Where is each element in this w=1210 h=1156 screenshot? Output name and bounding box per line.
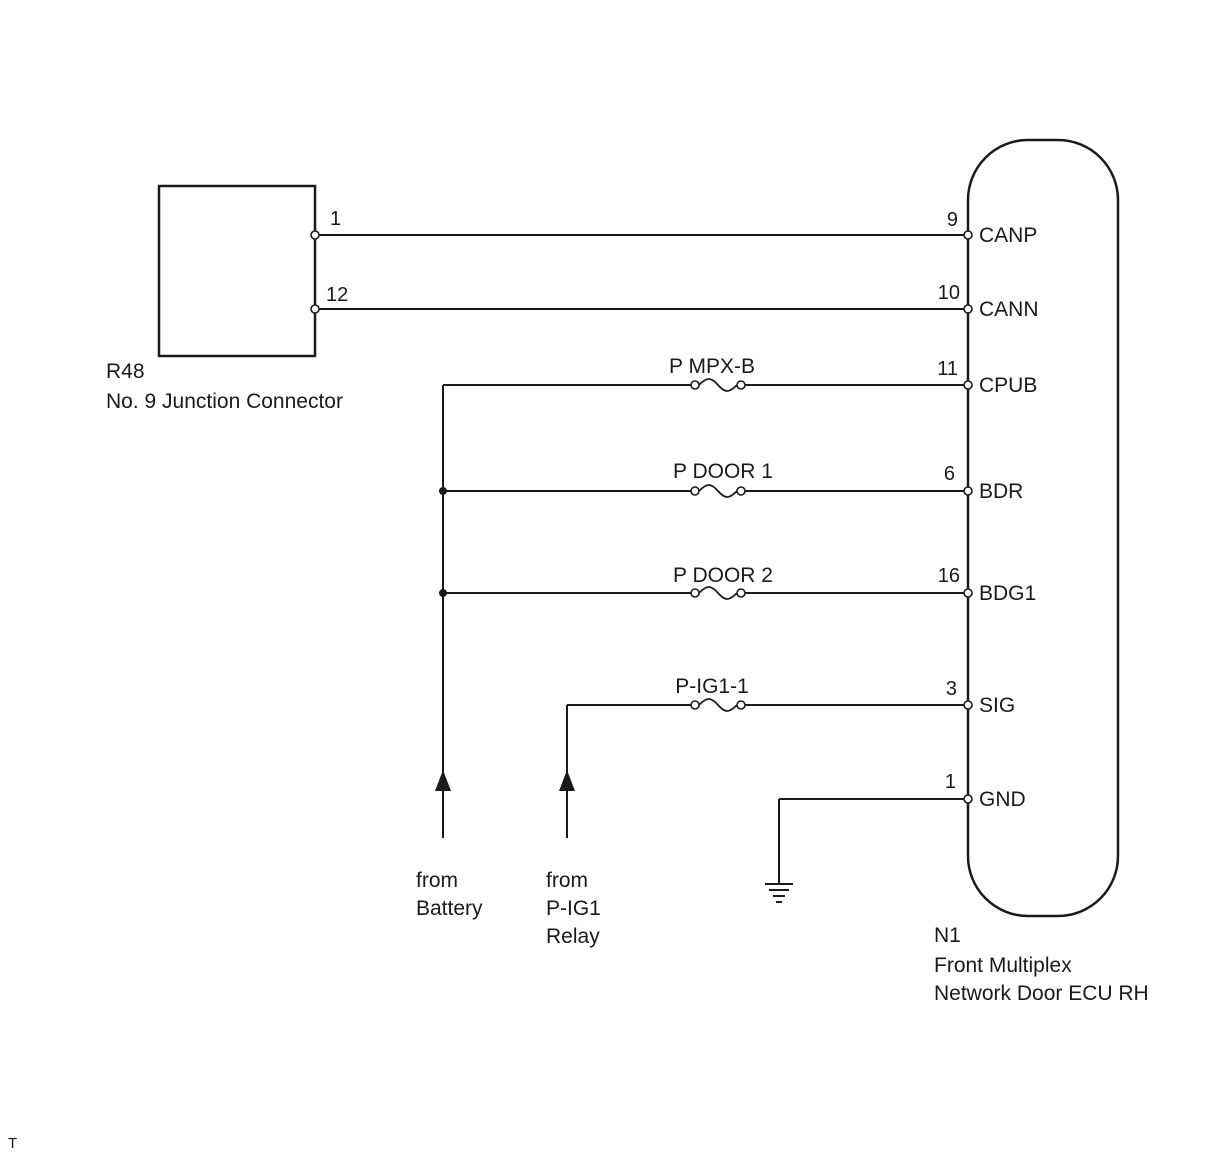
arrow-up-icon	[435, 770, 451, 791]
terminal	[963, 486, 973, 496]
r48-pin-number: 1	[330, 208, 341, 230]
ecu-signal-label: BDG1	[979, 582, 1036, 605]
terminal	[963, 230, 973, 240]
terminal	[310, 230, 320, 240]
ecu-pin-number: 3	[946, 678, 957, 700]
junction-connector-name: No. 9 Junction Connector	[106, 390, 343, 413]
ecu-signal-label: CPUB	[979, 374, 1037, 397]
ground-icon	[765, 883, 793, 903]
relay-source-line3: Relay	[546, 925, 600, 948]
ecu-signal-label: BDR	[979, 480, 1023, 503]
fuse-icon	[690, 378, 746, 392]
ecu-name-line2: Network Door ECU RH	[934, 982, 1149, 1005]
terminal	[963, 380, 973, 390]
terminal	[963, 794, 973, 804]
relay-source-line2: P-IG1	[546, 897, 601, 920]
fuse-label: P-IG1-1	[675, 675, 749, 698]
terminal	[963, 304, 973, 314]
battery-source-line1: from	[416, 869, 458, 892]
ecu-pin-number: 6	[944, 463, 955, 485]
ecu-pin-number: 16	[938, 565, 960, 587]
junction-connector-box	[157, 184, 317, 358]
fuse-icon	[690, 586, 746, 600]
terminal	[963, 588, 973, 598]
fuse-label: P DOOR 2	[673, 564, 773, 587]
ecu-signal-label: CANP	[979, 224, 1037, 247]
ecu-signal-label: SIG	[979, 694, 1015, 717]
junction-connector-code: R48	[106, 360, 145, 383]
corner-mark: T	[8, 1135, 17, 1152]
arrow-up-icon	[559, 770, 575, 791]
junction-dot	[439, 487, 447, 495]
battery-source-line2: Battery	[416, 897, 483, 920]
terminal	[963, 700, 973, 710]
fuse-icon	[690, 484, 746, 498]
ecu-pin-number: 11	[937, 358, 958, 380]
junction-dot	[439, 589, 447, 597]
fuse-label: P DOOR 1	[673, 460, 773, 483]
ecu-box	[966, 138, 1120, 918]
terminal	[310, 304, 320, 314]
relay-source-line1: from	[546, 869, 588, 892]
ecu-pin-number: 10	[938, 282, 960, 304]
ecu-signal-label: GND	[979, 788, 1026, 811]
ecu-code: N1	[934, 924, 961, 947]
r48-pin-number: 12	[326, 284, 348, 306]
ecu-name-line1: Front Multiplex	[934, 954, 1072, 977]
fuse-icon	[690, 698, 746, 712]
ecu-pin-number: 9	[947, 209, 958, 231]
ecu-pin-number: 1	[945, 771, 956, 793]
ecu-signal-label: CANN	[979, 298, 1039, 321]
fuse-label: P MPX-B	[669, 355, 755, 378]
